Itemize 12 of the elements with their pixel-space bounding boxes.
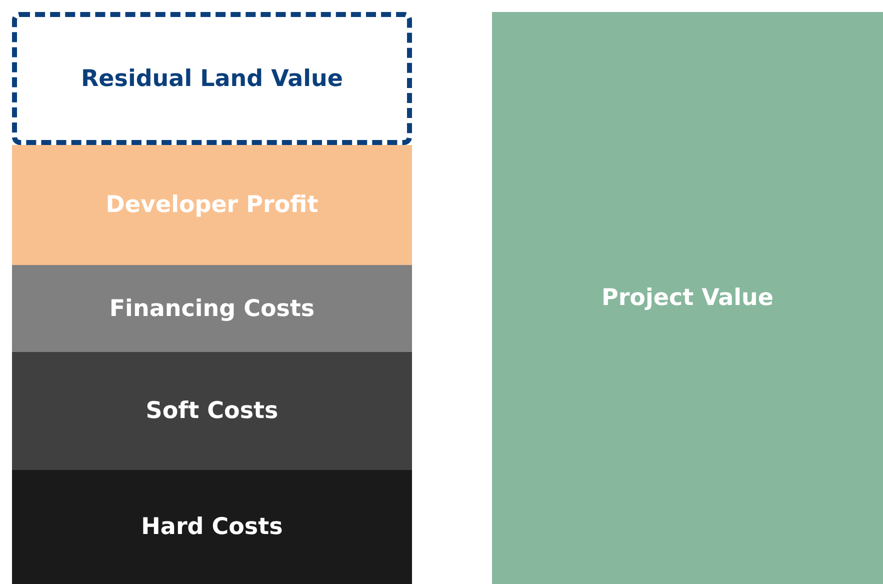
block-label: Financing Costs	[109, 296, 315, 322]
block-label: Project Value	[601, 285, 774, 311]
residual-land-value-block	[12, 12, 412, 145]
hard-costs-block	[12, 470, 412, 584]
block-label: Soft Costs	[146, 398, 278, 424]
block-label: Developer Profit	[106, 192, 318, 218]
block-label: Residual Land Value	[80, 66, 344, 92]
soft-costs-block	[12, 352, 412, 470]
project-value-block	[492, 12, 883, 584]
block-label: Hard Costs	[141, 514, 283, 540]
financing-costs-block	[12, 265, 412, 352]
developer-profit-block	[12, 145, 412, 265]
